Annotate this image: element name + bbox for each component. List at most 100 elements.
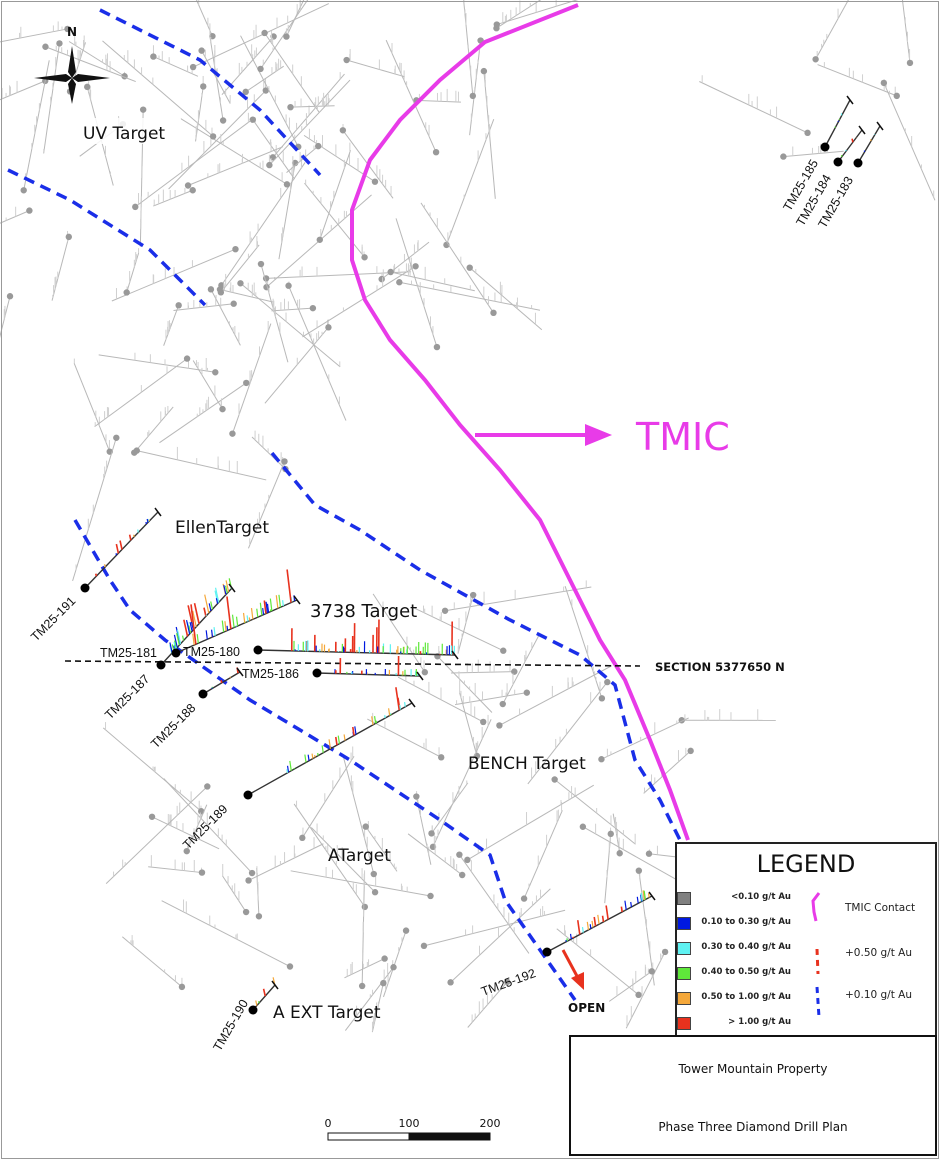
- drill-collar: [820, 142, 830, 152]
- historic-drillhole: [302, 257, 419, 338]
- uv-target-label: UV Target: [83, 124, 165, 144]
- historic-drillhole: [604, 827, 614, 904]
- assay-bar: [282, 600, 284, 607]
- historic-drillhole: [466, 264, 543, 331]
- assay-bar: [119, 540, 123, 550]
- legend-swatch: [677, 942, 691, 955]
- historic-drillhole: [133, 446, 267, 481]
- assay-bar: [255, 1000, 258, 1006]
- assay-bar: [169, 642, 173, 653]
- assay-bar: [221, 620, 225, 633]
- assay-bar: [624, 900, 627, 910]
- historic-drillhole: [378, 240, 430, 283]
- historic-drillhole: [0, 293, 14, 339]
- legend-swatch: [677, 992, 691, 1005]
- legend-tmic-contact: TMIC Contact: [845, 902, 916, 914]
- assay-bar: [231, 614, 235, 628]
- assay-bar: [334, 736, 338, 746]
- historic-drillhole: [0, 21, 71, 43]
- assay-bar: [630, 901, 633, 908]
- north-arrow-icon: N: [34, 25, 110, 104]
- assay-bar: [636, 896, 639, 904]
- section-line: [64, 660, 641, 667]
- historic-drillhole: [367, 712, 445, 761]
- assay-bar: [256, 608, 259, 618]
- historic-drillhole: [94, 355, 191, 428]
- assay-bar: [354, 726, 357, 735]
- assay-bar: [181, 635, 185, 641]
- a-target-label: ATarget: [328, 846, 391, 866]
- assay-bar: [192, 610, 197, 627]
- historic-drillhole: [111, 245, 239, 302]
- assay-bar: [208, 603, 212, 612]
- gold-outline-0.10: [7, 8, 682, 1002]
- assay-bar: [185, 619, 191, 635]
- assay-bar: [289, 760, 292, 771]
- historic-drillhole: [625, 948, 669, 1029]
- historic-drillhole: [396, 279, 541, 311]
- historic-drillhole: [161, 899, 294, 970]
- assay-bar: [262, 988, 267, 997]
- drillhole-trace: [312, 656, 424, 681]
- historic-drillhole: [247, 457, 288, 549]
- open-arrow: OPEN: [561, 949, 605, 1015]
- legend-swatch: [677, 917, 691, 930]
- historic-drillhole: [159, 379, 250, 444]
- drill-collar: [198, 689, 208, 699]
- historic-drillhole: [102, 722, 205, 815]
- assay-bar: [262, 607, 265, 615]
- historic-drillhole: [286, 140, 322, 174]
- a-ext-target-label: A EXT Target: [273, 1003, 381, 1023]
- assay-bar: [250, 607, 254, 620]
- svg-text:TM25-190: TM25-190: [210, 997, 251, 1053]
- assay-bar: [176, 632, 180, 646]
- svg-text:TM25-188: TM25-188: [148, 701, 198, 751]
- historic-drillhole: [123, 248, 140, 296]
- historic-drillhole: [480, 67, 496, 199]
- historic-drillhole: [102, 40, 217, 140]
- historic-drillhole: [173, 297, 237, 312]
- assay-bar: [851, 138, 854, 143]
- assay-bar: [647, 892, 650, 898]
- historic-drillhole: [382, 927, 410, 998]
- historic-drillhole: [469, 37, 484, 136]
- assay-bar: [137, 529, 139, 533]
- historic-drillhole: [278, 159, 299, 260]
- historic-drillhole: [447, 888, 551, 986]
- historic-drillhole: [608, 964, 655, 1002]
- assay-bar: [183, 619, 189, 637]
- assay-bar: [226, 625, 229, 631]
- legend-grade-label: 0.50 to 1.00 g/t Au: [701, 992, 791, 1002]
- assay-bar: [328, 739, 332, 749]
- historic-drillholes: [0, 0, 936, 1063]
- historic-drillhole: [362, 821, 398, 872]
- legend-0.50-outline: +0.50 g/t Au: [845, 947, 913, 959]
- historic-drillhole: [428, 780, 469, 837]
- assay-bar: [95, 573, 98, 577]
- historic-drillhole: [880, 79, 936, 201]
- assay-bar: [191, 621, 194, 631]
- assay-bar: [397, 697, 401, 710]
- historic-drillhole: [387, 263, 475, 292]
- ellen-target-label: EllenTarget: [175, 518, 269, 538]
- historic-drillhole: [457, 591, 477, 654]
- svg-text:TM25-187: TM25-187: [102, 672, 152, 722]
- drillhole-trace: [198, 667, 244, 699]
- historic-drillhole: [901, 0, 914, 67]
- assay-bar: [576, 920, 581, 935]
- svg-text:TM25-186: TM25-186: [242, 667, 299, 681]
- historic-drillhole: [699, 75, 811, 137]
- historic-drillhole: [290, 866, 434, 900]
- historic-drillhole: [43, 40, 63, 154]
- historic-drillhole: [635, 867, 655, 986]
- drill-collar: [253, 645, 263, 655]
- assay-bar: [246, 615, 249, 622]
- 3738-target-label: 3738 Target: [310, 601, 417, 622]
- legend-grade-row: > 1.00 g/t Au: [677, 1017, 797, 1031]
- assay-bar: [337, 735, 341, 744]
- assay-bar: [266, 603, 270, 613]
- historic-drillhole: [464, 784, 595, 864]
- assay-bar: [601, 915, 605, 923]
- phase-three-drillholes: [80, 95, 884, 1015]
